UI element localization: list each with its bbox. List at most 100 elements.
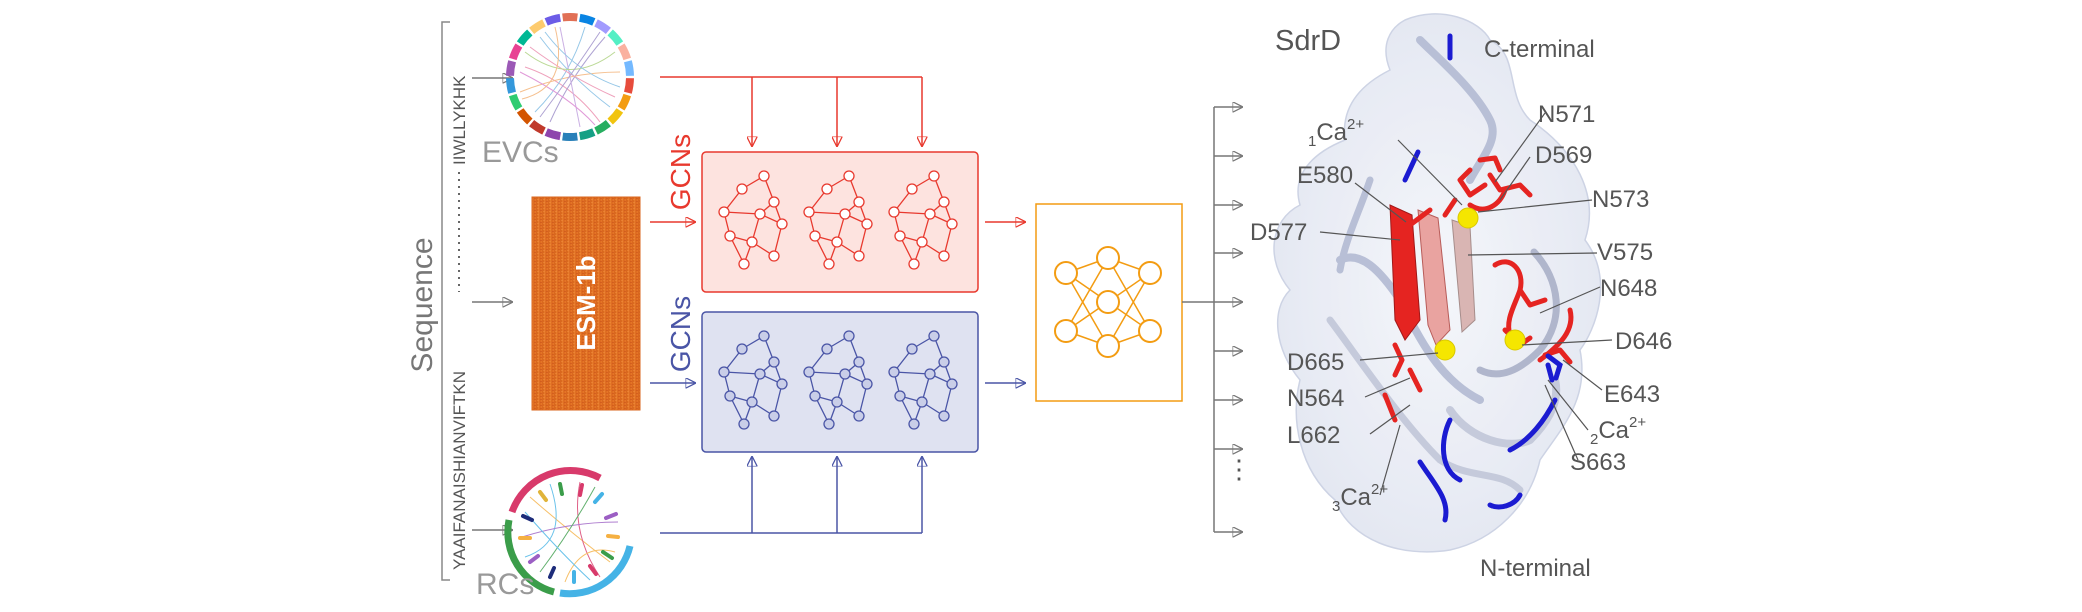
gcn-node <box>809 230 821 242</box>
residue-label-v575: V575 <box>1597 239 1653 266</box>
gcn-node <box>853 196 865 208</box>
gcn-edge <box>808 211 846 215</box>
gcn-node <box>718 366 730 378</box>
gcn-edge <box>723 371 761 375</box>
gcn-node <box>924 368 936 380</box>
esm-block <box>531 196 641 411</box>
gcn-node <box>821 183 833 195</box>
evc-ring-segment <box>529 19 546 35</box>
residue-label-n564: N564 <box>1287 385 1344 412</box>
calcium-label-2: 2Ca2+ <box>1590 414 1646 448</box>
evc-ring-segment <box>506 78 516 94</box>
gcn-node <box>946 218 958 230</box>
gcn-node <box>823 418 835 430</box>
blue-gcn-label: GCNs <box>665 296 696 372</box>
evc-ring-segment <box>516 108 533 125</box>
evc-chord-plot <box>506 13 634 141</box>
blue-gcn-graphs <box>718 330 958 430</box>
gcn-node <box>916 236 928 248</box>
sequence-bracket <box>441 21 450 581</box>
gcn-node <box>908 418 920 430</box>
gcn-node <box>821 343 833 355</box>
gcn-node <box>768 250 780 262</box>
mlp-neuron <box>1138 261 1162 285</box>
protein-structure: SdrD C-terminal N-terminal N571 D569 E58… <box>1250 13 1672 582</box>
gcn-node <box>853 250 865 262</box>
evc-ring-segment <box>544 13 562 26</box>
n-terminal-label: N-terminal <box>1480 555 1591 582</box>
mlp-network <box>1054 246 1162 358</box>
gcn-edge <box>723 211 761 215</box>
gcn-node <box>738 418 750 430</box>
mlp-edge <box>1107 257 1151 332</box>
gcn-node <box>906 183 918 195</box>
output-fanout <box>1182 107 1215 532</box>
gcn-node <box>736 343 748 355</box>
gcn-node <box>776 218 788 230</box>
gcn-edge <box>808 371 846 375</box>
protein-title: SdrD <box>1275 25 1341 57</box>
gcn-graph <box>803 170 873 270</box>
calcium-ion-3 <box>1434 339 1456 361</box>
gcn-node <box>768 356 780 368</box>
gcn-node <box>758 330 770 342</box>
gcn-node <box>724 230 736 242</box>
gcn-node <box>839 368 851 380</box>
gcn-node <box>946 378 958 390</box>
protein-blue-strands <box>1402 33 1563 523</box>
residue-leader-lines <box>1319 112 1613 496</box>
evc-ring-segment <box>594 19 611 35</box>
residue-label-d577: D577 <box>1250 219 1307 246</box>
rc-label: RCs <box>476 568 534 601</box>
evc-ring-segment <box>544 128 562 141</box>
evc-ring-segment <box>624 60 634 76</box>
sequence-title: Sequence <box>406 237 439 372</box>
gcn-node <box>853 410 865 422</box>
gcn-node <box>894 230 906 242</box>
gcn-node <box>928 170 940 182</box>
evc-label: EVCs <box>482 136 559 169</box>
red-gcn-graphs <box>718 170 958 270</box>
evc-ring-segment <box>607 108 624 125</box>
evc-ring-segment <box>508 43 523 61</box>
gcn-edge <box>893 371 931 375</box>
residue-label-d665: D665 <box>1287 349 1344 376</box>
mlp-neuron <box>1054 261 1078 285</box>
gcn-node <box>916 396 928 408</box>
gcn-node <box>908 258 920 270</box>
calcium-ion-1 <box>1457 207 1479 229</box>
gcn-node <box>938 410 950 422</box>
evc-ring-segment <box>617 43 632 61</box>
residue-label-e643: E643 <box>1604 381 1660 408</box>
calcium-label-1: 1Ca2+ <box>1308 116 1364 150</box>
evc-ring-segment <box>508 93 523 111</box>
gcn-node <box>776 378 788 390</box>
gcn-node <box>823 258 835 270</box>
residue-label-e580: E580 <box>1297 162 1353 189</box>
evc-ring-segment <box>506 60 516 76</box>
mlp-neuron <box>1096 246 1120 270</box>
esm-label: ESM-1b <box>571 255 601 350</box>
residue-label-n571: N571 <box>1538 101 1595 128</box>
gcn-node <box>746 236 758 248</box>
c-terminal-label: C-terminal <box>1484 36 1595 63</box>
sequence-segment-top: IIWLLYKHK <box>450 75 469 165</box>
gcn-node <box>894 390 906 402</box>
evc-ring-segment <box>516 29 533 46</box>
evc-ring-segment <box>624 78 634 94</box>
gcn-node <box>861 378 873 390</box>
gcn-node <box>938 196 950 208</box>
gcn-node <box>809 390 821 402</box>
mlp-neuron <box>1138 319 1162 343</box>
evc-ring-segment <box>617 93 632 111</box>
evc-ring-segment <box>529 119 546 135</box>
rc-to-blue-gcn-connectors <box>660 457 922 534</box>
gcn-graph <box>718 330 788 430</box>
residue-label-n648: N648 <box>1600 275 1657 302</box>
output-ellipsis: ⋮ <box>1226 454 1252 484</box>
gcn-node <box>938 356 950 368</box>
evc-to-red-gcn-connectors <box>660 76 922 146</box>
gcn-node <box>924 208 936 220</box>
gcn-graph <box>718 170 788 270</box>
